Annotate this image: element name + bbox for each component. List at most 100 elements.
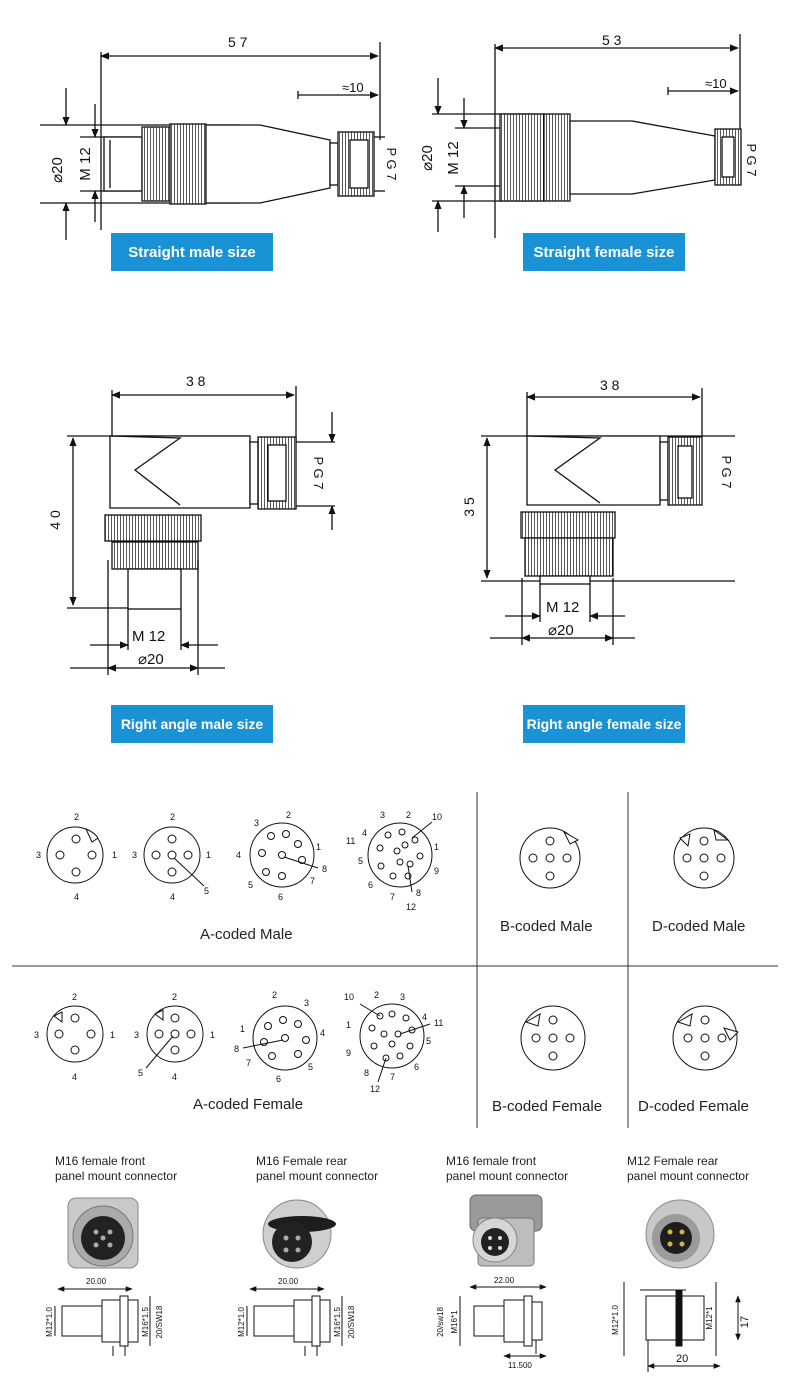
panel-2-dim-top: 20.00 — [278, 1277, 299, 1286]
panel-3-dim-top: 22.00 — [494, 1276, 515, 1285]
straight-female-pg: P G 7 — [744, 143, 759, 176]
b-male-pinout — [519, 827, 581, 889]
right-female-drawing — [481, 388, 735, 645]
panel-3-dim-left2: M16*1 — [450, 1310, 459, 1334]
svg-text:6: 6 — [278, 892, 283, 902]
straight-male-pg: P G 7 — [384, 147, 399, 180]
panel-photo-3 — [469, 1194, 543, 1267]
right-male-pg: P G 7 — [311, 456, 326, 489]
svg-text:2: 2 — [406, 810, 411, 820]
svg-text:1: 1 — [434, 842, 439, 852]
a-female-8pin — [242, 1005, 318, 1071]
svg-text:5: 5 — [358, 856, 363, 866]
d-female-caption: D-coded Female — [638, 1098, 749, 1115]
svg-text:10: 10 — [432, 812, 442, 822]
d-female-pinout — [672, 1005, 739, 1071]
right-female-m12: M 12 — [546, 599, 579, 616]
right-male-drawing — [67, 386, 336, 675]
svg-text:4: 4 — [320, 1028, 325, 1038]
straight-female-cable: ≈10 — [705, 76, 727, 91]
panel-2-title-line1: M16 Female rear — [256, 1154, 348, 1168]
svg-text:3: 3 — [380, 810, 385, 820]
svg-text:8: 8 — [364, 1068, 369, 1078]
svg-text:8: 8 — [234, 1044, 239, 1054]
straight-male-drawing — [40, 42, 385, 240]
panel-drawing-1 — [54, 1286, 151, 1356]
svg-text:4: 4 — [362, 828, 367, 838]
svg-text:6: 6 — [368, 880, 373, 890]
panel-2-dim-left: M12*1.0 — [237, 1307, 246, 1337]
svg-text:9: 9 — [434, 866, 439, 876]
a-female-4pin — [46, 1005, 104, 1063]
svg-text:2: 2 — [374, 990, 379, 1000]
straight-female-drawing — [432, 34, 742, 238]
panel-1-dim-right2: 20/SW18 — [155, 1305, 164, 1338]
panel-1-title-line2: panel mount connector — [55, 1169, 178, 1183]
panel-1-title: M16 female front panel mount connector — [55, 1154, 177, 1184]
panel-3-title: M16 female front panel mount connector — [446, 1154, 568, 1184]
svg-text:7: 7 — [310, 876, 315, 886]
svg-text:1: 1 — [206, 850, 211, 860]
straight-female-thread: M 12 — [445, 141, 462, 174]
a-female-12pin — [359, 1003, 431, 1083]
svg-text:3: 3 — [132, 850, 137, 860]
svg-text:7: 7 — [390, 892, 395, 902]
svg-text:1: 1 — [210, 1030, 215, 1040]
panel-photo-1 — [67, 1197, 139, 1269]
svg-text:8: 8 — [416, 888, 421, 898]
right-male-m12: M 12 — [132, 628, 165, 645]
panel-4-title: M12 Female rear panel mount connector — [627, 1154, 749, 1184]
right-female-d20: ⌀20 — [548, 622, 574, 639]
svg-text:1: 1 — [112, 850, 117, 860]
b-female-caption: B-coded Female — [492, 1098, 603, 1115]
panel-2-title: M16 Female rear panel mount connector — [256, 1154, 378, 1184]
a-male-5pin — [143, 826, 205, 887]
b-female-pinout — [520, 1005, 586, 1071]
svg-text:11: 11 — [434, 1018, 443, 1028]
a-male-8pin — [249, 822, 319, 888]
panel-drawing-2 — [246, 1286, 343, 1356]
panel-3-title-line1: M16 female front — [446, 1154, 537, 1168]
a-female-5pin — [145, 1005, 204, 1069]
svg-text:2: 2 — [272, 990, 277, 1000]
panel-2-dim-right2: 20/SW18 — [347, 1305, 356, 1338]
svg-text:6: 6 — [414, 1062, 419, 1072]
right-male-height: 4 0 — [47, 510, 63, 530]
a-male-4pin — [46, 826, 104, 884]
svg-text:5: 5 — [138, 1068, 143, 1078]
straight-male-length: 5 7 — [228, 34, 248, 50]
right-male-width: 3 8 — [186, 373, 206, 389]
right-male-d20: ⌀20 — [138, 651, 164, 668]
panel-2-title-line2: panel mount connector — [256, 1169, 379, 1183]
svg-text:2: 2 — [170, 812, 175, 822]
straight-male-cable: ≈10 — [342, 80, 364, 95]
panel-1-dim-right1: M16*1.5 — [141, 1307, 150, 1337]
svg-text:2: 2 — [72, 992, 77, 1002]
svg-text:3: 3 — [134, 1030, 139, 1040]
svg-text:4: 4 — [170, 892, 175, 902]
panel-1-title-line1: M16 female front — [55, 1154, 146, 1168]
svg-text:4: 4 — [74, 892, 79, 902]
straight-male-badge: Straight male size — [111, 233, 273, 271]
panel-drawing-4 — [623, 1282, 741, 1372]
d-male-caption: D-coded Male — [652, 918, 746, 935]
panel-photo-2 — [262, 1199, 336, 1269]
right-female-pg: P G 7 — [719, 455, 734, 488]
svg-text:4: 4 — [172, 1072, 177, 1082]
svg-text:1: 1 — [316, 842, 321, 852]
svg-text:5: 5 — [426, 1036, 431, 1046]
svg-text:4: 4 — [236, 850, 241, 860]
svg-text:10: 10 — [344, 992, 354, 1002]
svg-text:7: 7 — [246, 1058, 251, 1068]
svg-text:7: 7 — [390, 1072, 395, 1082]
svg-text:3: 3 — [400, 992, 405, 1002]
svg-text:3: 3 — [304, 998, 309, 1008]
panel-4-title-line1: M12 Female rear — [627, 1154, 719, 1168]
svg-text:12: 12 — [370, 1084, 380, 1094]
panel-photo-4 — [645, 1199, 715, 1269]
panel-drawing-3 — [459, 1284, 547, 1359]
svg-text:5: 5 — [204, 886, 209, 896]
